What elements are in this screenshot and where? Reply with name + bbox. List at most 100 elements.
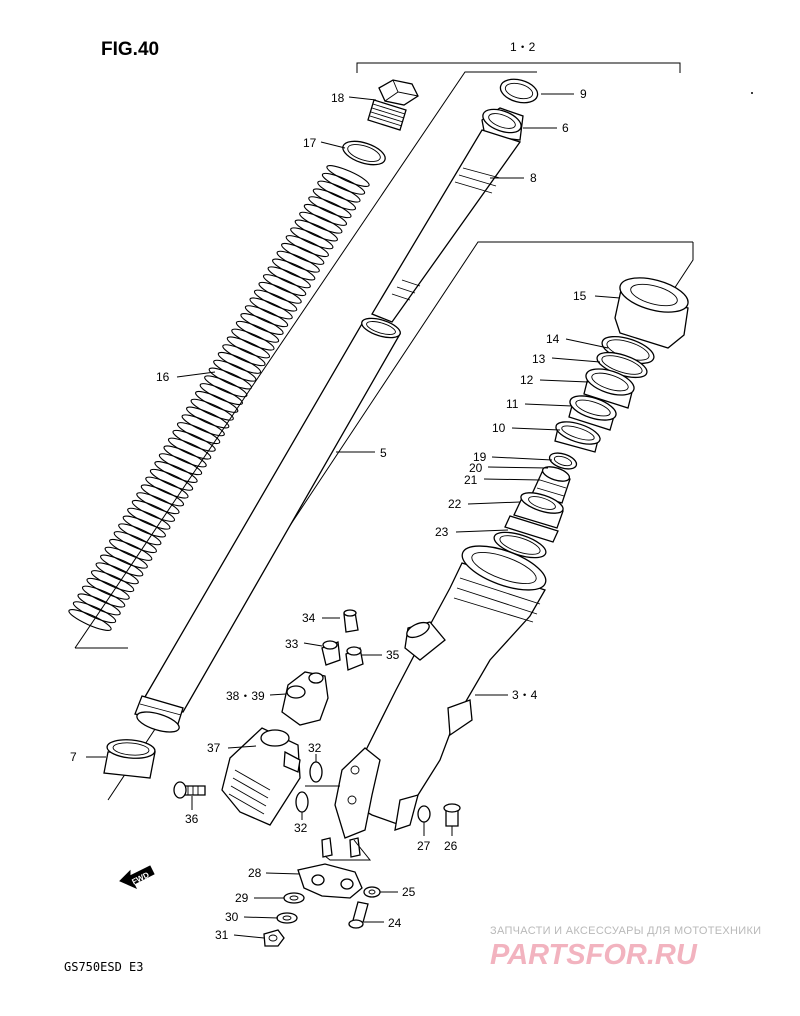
callout-35: 35 — [386, 648, 400, 662]
spring-coil — [72, 601, 117, 624]
spring-coil — [172, 429, 216, 452]
spring-coil — [294, 219, 338, 242]
callout-1-2: 1・2 — [510, 40, 536, 54]
spring-coil — [176, 422, 221, 445]
callout-7: 7 — [70, 750, 77, 764]
callout-38-39: 38・39 — [226, 689, 265, 703]
spring-coil — [100, 554, 144, 577]
watermark-tagline: ЗАПЧАСТИ И АКСЕССУАРЫ ДЛЯ МОТОТЕХНИКИ — [490, 925, 761, 937]
spring-coil — [231, 328, 275, 351]
leader-lines — [86, 93, 621, 939]
callout-24: 24 — [388, 916, 402, 930]
spring-coil — [158, 453, 203, 476]
callout-21: 21 — [464, 473, 478, 487]
callout-26: 26 — [444, 839, 458, 853]
inner-tube-5 — [134, 317, 401, 733]
fwd-direction-badge: FWD — [119, 865, 155, 890]
callout-16: 16 — [156, 370, 170, 384]
spring-coil — [127, 507, 171, 530]
spring-coil — [199, 383, 243, 406]
spring-coil — [321, 172, 366, 195]
watermark: ЗАПЧАСТИ И АКСЕССУАРЫ ДЛЯ МОТОТЕХНИКИ PA… — [490, 925, 761, 971]
spring-coil — [118, 523, 162, 546]
spring-coil — [312, 188, 357, 211]
spring-coil — [109, 538, 153, 561]
fork-spring — [68, 165, 370, 631]
bolt-36 — [173, 781, 206, 799]
callout-32-lower: 32 — [294, 821, 308, 835]
spring-coil — [326, 165, 370, 187]
washers-nuts — [263, 886, 381, 947]
callout-13: 13 — [532, 352, 546, 366]
outer-tube-3-4 — [321, 545, 547, 858]
spring-coil — [222, 344, 266, 367]
callout-19: 19 — [473, 450, 487, 464]
spring-coil — [122, 515, 166, 538]
callout-31: 31 — [215, 928, 229, 942]
spring-coil — [195, 390, 239, 413]
spring-coil — [303, 203, 348, 226]
callout-8: 8 — [530, 171, 537, 185]
callout-23: 23 — [435, 525, 449, 539]
callout-15: 15 — [573, 289, 587, 303]
callout-27: 27 — [417, 839, 431, 853]
spring-coil — [149, 468, 194, 491]
callout-30: 30 — [225, 910, 239, 924]
callout-33: 33 — [285, 637, 299, 651]
spring-coil — [86, 577, 130, 600]
spring-coil — [272, 258, 316, 281]
callout-32-upper: 32 — [308, 741, 322, 755]
spring-coil — [308, 196, 352, 219]
callout-11: 11 — [506, 397, 519, 411]
spring-coil — [281, 242, 325, 265]
damper-rod-assembly — [371, 78, 539, 323]
spacer-ring-17 — [342, 140, 386, 166]
axle-holder-28 — [297, 863, 363, 899]
spring-coil — [186, 406, 230, 429]
washer-27-bolt-26 — [417, 803, 461, 827]
spring-coil — [90, 570, 135, 593]
spring-coil — [113, 531, 157, 554]
spring-coil — [262, 274, 307, 297]
bracket-38-39 — [281, 671, 329, 726]
cap-bolt-18 — [367, 79, 419, 131]
o-rings-32 — [295, 761, 323, 813]
callout-labels: 1・2 18 9 6 17 8 15 14 13 12 16 11 10 5 1… — [70, 40, 587, 942]
spring-coil — [267, 266, 311, 289]
spring-coil — [167, 437, 212, 460]
spring-coil — [181, 414, 225, 437]
damper-unit-37 — [221, 727, 301, 826]
spring-coil — [276, 250, 320, 273]
watermark-logo: PARTSFOR.RU — [490, 939, 698, 971]
callout-22: 22 — [448, 497, 462, 511]
seal-stack — [554, 335, 655, 453]
callout-37: 37 — [207, 741, 221, 755]
spring-coil — [217, 351, 262, 374]
callout-14: 14 — [546, 332, 560, 346]
callout-29: 29 — [235, 891, 249, 905]
spring-coil — [131, 499, 176, 522]
model-code: GS750ESD E3 — [64, 960, 143, 974]
callout-5: 5 — [380, 446, 387, 460]
spring-coil — [290, 227, 334, 250]
callout-34: 34 — [302, 611, 316, 625]
spring-coil — [163, 445, 207, 468]
spring-coil — [249, 297, 293, 320]
callout-28: 28 — [248, 866, 262, 880]
spring-coil — [258, 281, 302, 304]
dust-seal-15 — [614, 277, 689, 349]
callout-17: 17 — [303, 136, 317, 150]
slide-bushing-7 — [103, 739, 156, 779]
callout-20: 20 — [469, 461, 483, 475]
callout-18: 18 — [331, 91, 345, 105]
spring-coil — [77, 593, 121, 616]
oil-lock-piece — [504, 452, 578, 543]
spring-coil — [140, 484, 185, 507]
spring-coil — [244, 305, 289, 328]
spring-coil — [190, 398, 234, 421]
callout-3-4: 3・4 — [512, 688, 538, 702]
spring-coil — [285, 235, 329, 258]
callout-36: 36 — [185, 812, 199, 826]
spring-coil — [154, 461, 198, 483]
